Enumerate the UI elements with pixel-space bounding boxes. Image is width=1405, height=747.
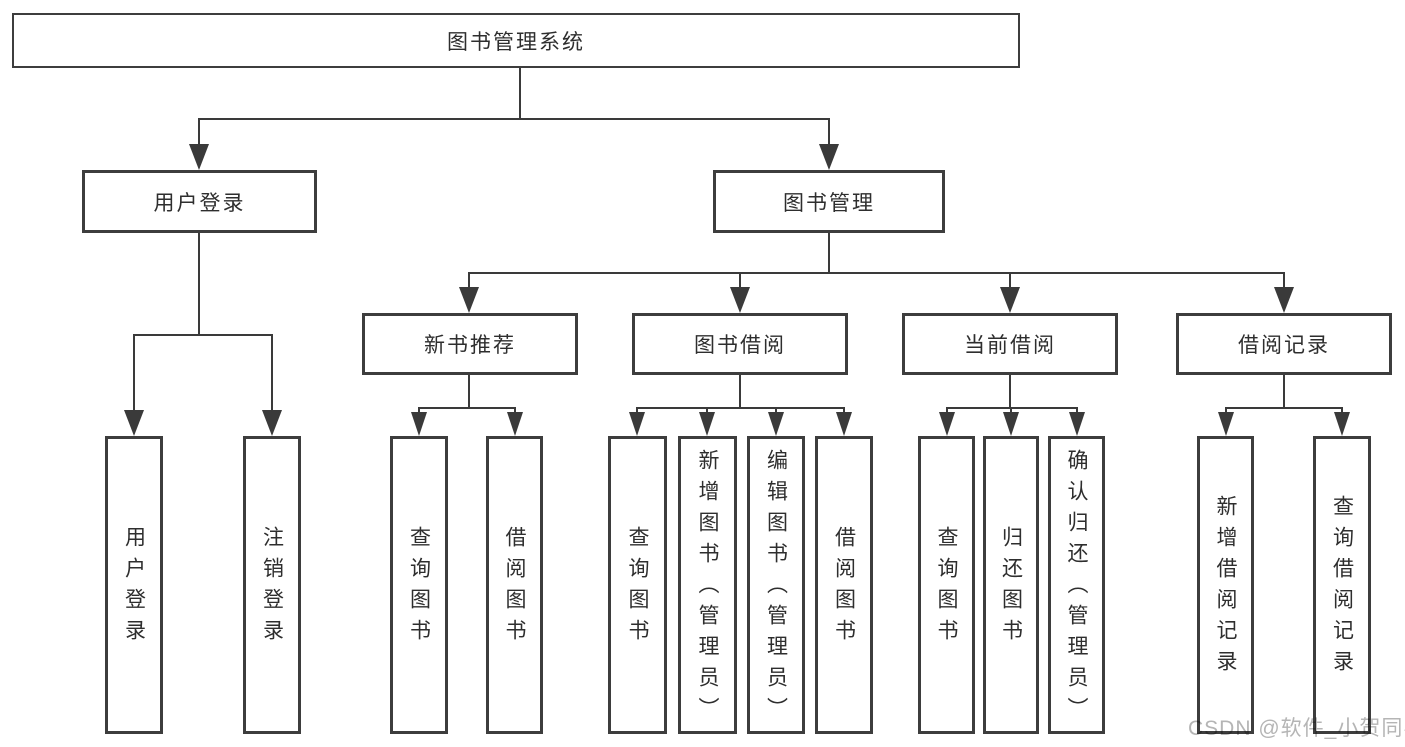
connector-line xyxy=(946,407,1078,409)
csdn-watermark: CSDN @软件_小贺同学 xyxy=(1188,717,1405,740)
leaf-borrow-query-books: 查询图书 xyxy=(608,436,667,734)
connector-line xyxy=(1283,375,1285,409)
arrow-down-icon xyxy=(730,287,750,313)
leaf-records-query-record: 查询借阅记录 xyxy=(1313,436,1371,734)
node-current-borrow: 当前借阅 xyxy=(902,313,1118,375)
arrow-down-icon xyxy=(124,410,144,436)
leaf-user-login: 用户登录 xyxy=(105,436,163,734)
arrow-down-icon xyxy=(1069,412,1085,436)
arrow-down-icon xyxy=(1003,412,1019,436)
connector-line xyxy=(468,272,470,290)
connector-line xyxy=(843,407,845,416)
connector-line xyxy=(198,118,830,120)
connector-line xyxy=(1225,407,1343,409)
connector-line xyxy=(1009,272,1011,290)
leaf-current-query-books: 查询图书 xyxy=(918,436,975,734)
connector-line xyxy=(133,334,273,336)
arrow-down-icon xyxy=(836,412,852,436)
connector-line xyxy=(468,375,470,409)
connector-line xyxy=(198,118,200,146)
connector-line xyxy=(1009,375,1011,409)
arrow-down-icon xyxy=(819,144,839,170)
arrow-down-icon xyxy=(189,144,209,170)
connector-line xyxy=(1341,407,1343,416)
connector-line xyxy=(1225,407,1227,416)
node-book-borrow: 图书借阅 xyxy=(632,313,848,375)
leaf-current-confirm-return-admin: 确认归还（管理员） xyxy=(1048,436,1105,734)
connector-line xyxy=(1283,272,1285,290)
connector-line xyxy=(418,407,420,416)
connector-line xyxy=(133,334,135,412)
leaf-current-return-books: 归还图书 xyxy=(983,436,1039,734)
connector-line xyxy=(514,407,516,416)
connector-line xyxy=(636,407,845,409)
connector-line xyxy=(519,68,521,120)
arrow-down-icon xyxy=(629,412,645,436)
node-new-book-recommend: 新书推荐 xyxy=(362,313,578,375)
connector-line xyxy=(418,407,516,409)
leaf-records-add-record: 新增借阅记录 xyxy=(1197,436,1254,734)
leaf-recommend-borrow-books: 借阅图书 xyxy=(486,436,543,734)
arrow-down-icon xyxy=(507,412,523,436)
connector-line xyxy=(636,407,638,416)
arrow-down-icon xyxy=(1218,412,1234,436)
connector-line xyxy=(828,233,830,274)
connector-line xyxy=(739,375,741,409)
leaf-borrow-add-books-admin: 新增图书（管理员） xyxy=(678,436,737,734)
connector-line xyxy=(739,272,741,290)
connector-line xyxy=(775,407,777,416)
arrow-down-icon xyxy=(1334,412,1350,436)
connector-line xyxy=(828,118,830,146)
connector-line xyxy=(1076,407,1078,416)
leaf-borrow-edit-books-admin: 编辑图书（管理员） xyxy=(747,436,805,734)
arrow-down-icon xyxy=(699,412,715,436)
arrow-down-icon xyxy=(1000,287,1020,313)
connector-line xyxy=(468,272,1285,274)
arrow-down-icon xyxy=(768,412,784,436)
arrow-down-icon xyxy=(1274,287,1294,313)
connector-line xyxy=(1010,407,1012,416)
leaf-recommend-query-books: 查询图书 xyxy=(390,436,448,734)
leaf-borrow-borrow-books: 借阅图书 xyxy=(815,436,873,734)
connector-line xyxy=(271,334,273,412)
node-borrow-records: 借阅记录 xyxy=(1176,313,1392,375)
arrow-down-icon xyxy=(939,412,955,436)
leaf-logout: 注销登录 xyxy=(243,436,301,734)
arrow-down-icon xyxy=(459,287,479,313)
node-system-root: 图书管理系统 xyxy=(12,13,1020,68)
node-user-login: 用户登录 xyxy=(82,170,317,233)
connector-line xyxy=(946,407,948,416)
node-book-management: 图书管理 xyxy=(713,170,945,233)
connector-line xyxy=(706,407,708,416)
connector-line xyxy=(198,233,200,336)
arrow-down-icon xyxy=(262,410,282,436)
arrow-down-icon xyxy=(411,412,427,436)
